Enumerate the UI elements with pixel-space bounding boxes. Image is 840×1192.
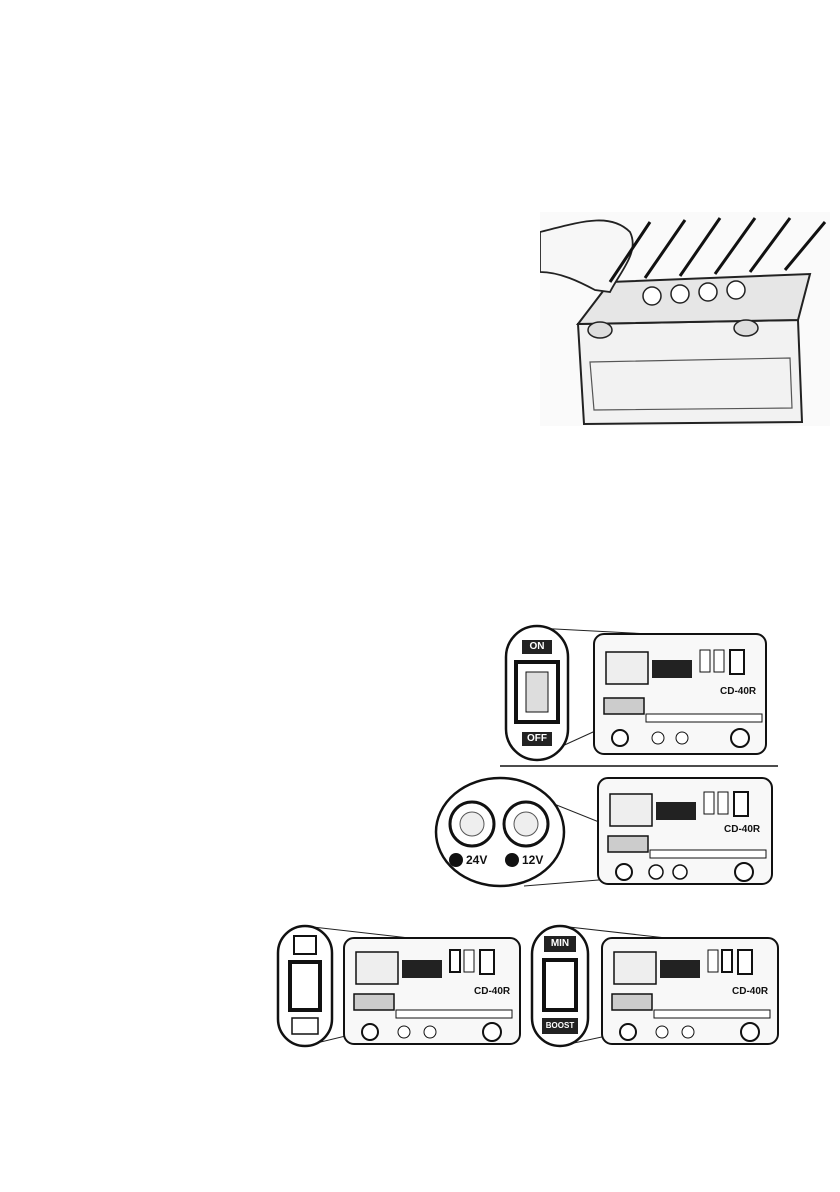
terminal-12v-label: 12V <box>522 853 543 867</box>
switch-boost-label: BOOST <box>542 1018 578 1034</box>
charger-boost-switch-illustration: MIN BOOST CD-40R <box>528 922 784 1050</box>
charger-power-switch-illustration: ON OFF CD-40R <box>500 618 778 768</box>
battery-illustration <box>540 212 830 426</box>
switch-on-label: ON <box>522 640 552 654</box>
model-label: CD-40R <box>724 824 760 835</box>
terminal-24v-label: 24V <box>466 853 487 867</box>
model-label: CD-40R <box>474 986 510 997</box>
switch-off-label: OFF <box>522 732 552 746</box>
model-label: CD-40R <box>732 986 768 997</box>
charger-mode-switch-illustration: CD-40R <box>274 922 526 1050</box>
switch-min-label: MIN <box>544 936 576 952</box>
model-label: CD-40R <box>720 686 756 697</box>
charger-voltage-terminals-illustration: 24V 12V CD-40R <box>434 774 780 890</box>
